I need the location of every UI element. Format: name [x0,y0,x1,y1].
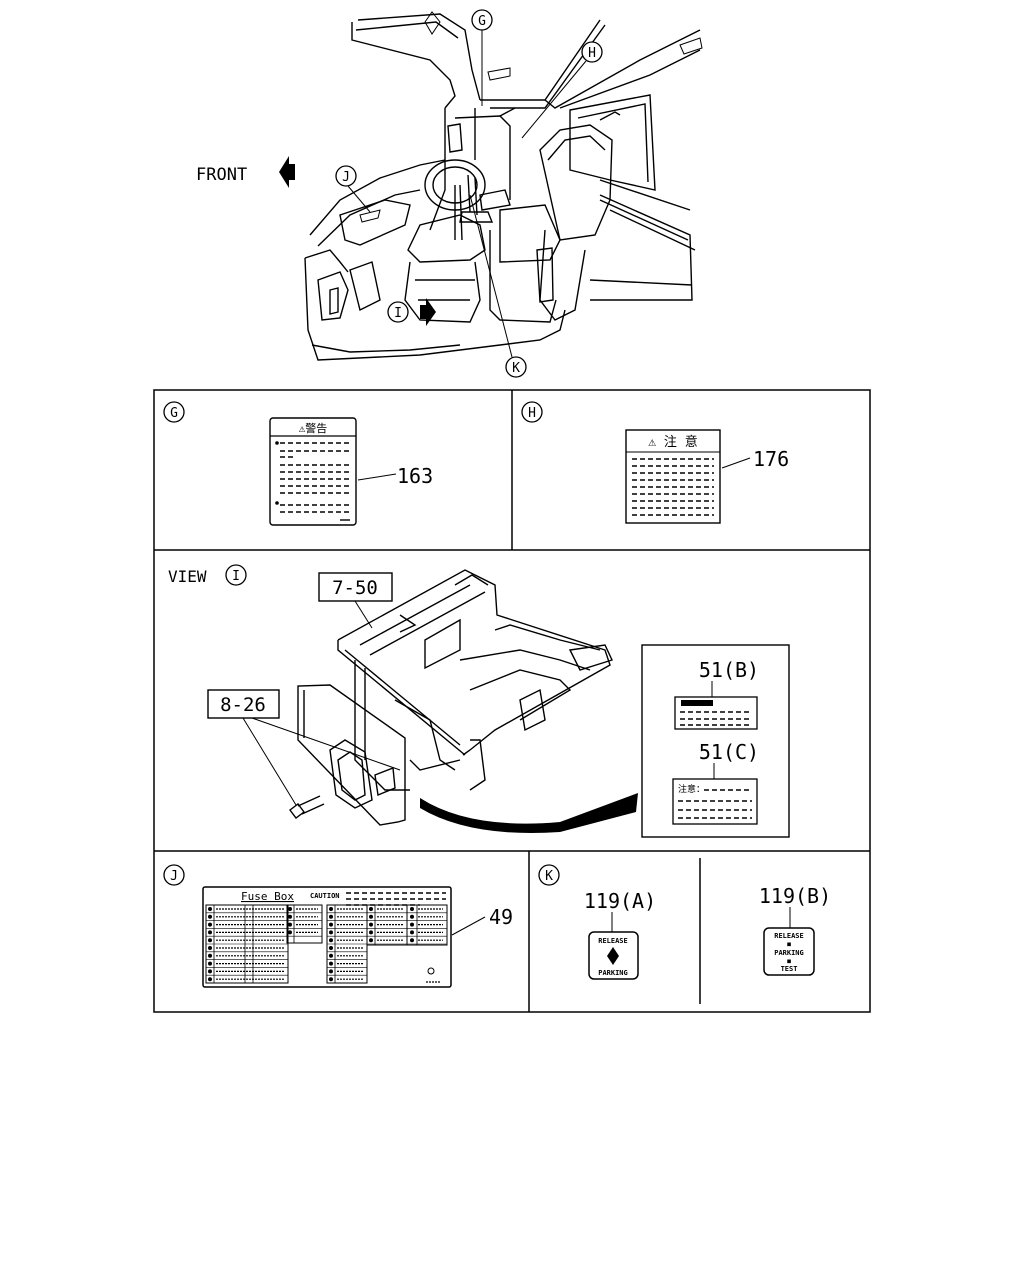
section-i: VIEW I 7-50 [168,564,790,838]
callout-i-letter: I [394,306,402,321]
part-49: 49 [489,905,513,929]
panel-grid [153,389,871,1013]
section-g-letter: G [170,406,178,421]
label-g-header: ⚠警告 [299,421,328,435]
callout-g: G [471,9,493,106]
front-arrow-icon [279,156,295,188]
callout-k: K [469,194,527,378]
ref-8-26: 8-26 [220,694,266,716]
view-i-arrow-icon [420,298,436,326]
callout-k-letter: K [512,361,520,376]
part-119b: 119(B) [759,884,831,908]
callout-j: J [335,165,371,213]
section-j: J Fuse Box CAUTION 49 [163,864,513,988]
section-i-letter: I [232,569,240,584]
label-119a-top: RELEASE [598,937,628,945]
label-h-header: ⚠ 注 意 [648,434,697,450]
part-119a: 119(A) [584,889,656,913]
label-51c-text: 注意： [678,783,705,795]
fuse-rows [206,907,447,984]
section-g: G ⚠警告 163 [163,401,433,526]
part-51c: 51(C) [699,740,759,764]
label-119b [763,927,815,976]
label-119b-line1: RELEASE [774,932,804,940]
section-h-letter: H [528,406,536,421]
label-119b-line2: PARKING [774,949,804,957]
diamond-icon [607,947,619,965]
cab-interior-illustration [279,11,703,361]
callout-h: H [521,41,603,139]
part-163: 163 [397,464,433,488]
fuse-box-title: Fuse Box [241,890,294,903]
part-176: 176 [753,447,789,471]
callout-h-letter: H [588,46,596,61]
fuse-caution-text: CAUTION [310,892,340,900]
svg-text:■: ■ [787,941,791,948]
callout-i: I [387,301,409,323]
ref-7-50: 7-50 [332,577,378,599]
section-j-letter: J [170,869,178,884]
label-119b-line3: TEST [781,965,798,973]
part-51b: 51(B) [699,658,759,682]
section-k: K 119(A) RELEASE PARKING 119(B) RELEASE … [538,864,831,980]
callout-g-letter: G [478,14,486,29]
front-label: FRONT [196,165,247,185]
svg-text:■: ■ [787,958,791,965]
label-119a-bottom: PARKING [598,969,628,977]
ref-box-8-26 [207,689,280,719]
section-k-letter: K [545,869,553,884]
section-h: H ⚠ 注 意 176 [521,401,789,524]
callout-j-letter: J [342,170,350,185]
view-label: VIEW [168,567,207,586]
floor-panel-illustration [289,569,638,833]
